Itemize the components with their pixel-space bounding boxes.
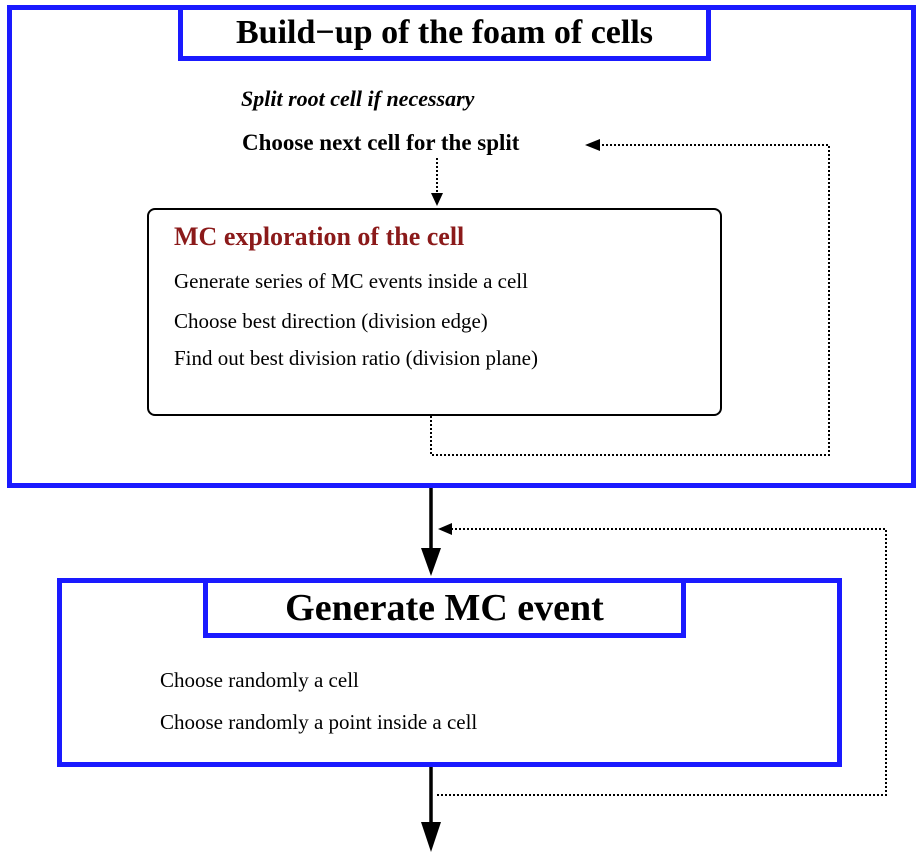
arrowhead (421, 822, 441, 852)
dotted-loop-back-to-choose-next (430, 144, 830, 456)
mc-exploration-title: MC exploration of the cell (174, 222, 465, 251)
arrowhead (431, 193, 443, 206)
mc-exploration-line: Generate series of MC events inside a ce… (174, 269, 528, 293)
foam-buildup-title-box: Build−up of the foam of cells (178, 5, 711, 61)
arrowhead (421, 548, 441, 576)
generate-event-line: Choose randomly a point inside a cell (160, 710, 478, 734)
arrowhead (585, 139, 600, 151)
foam-buildup-title: Build−up of the foam of cells (236, 14, 653, 51)
split-root-step: Split root cell if necessary (241, 86, 475, 111)
choose-next-cell-step: Choose next cell for the split (242, 130, 520, 155)
generate-event-line: Choose randomly a cell (160, 668, 359, 692)
mc-exploration-box (147, 208, 722, 416)
mc-exploration-line: Find out best division ratio (division p… (174, 346, 538, 370)
mc-exploration-line: Choose best direction (division edge) (174, 309, 488, 333)
arrowhead (438, 523, 452, 535)
generate-event-title: Generate MC event (285, 587, 604, 629)
dotted-loop-back-to-generate (437, 528, 887, 796)
generate-event-title-box: Generate MC event (203, 578, 686, 638)
